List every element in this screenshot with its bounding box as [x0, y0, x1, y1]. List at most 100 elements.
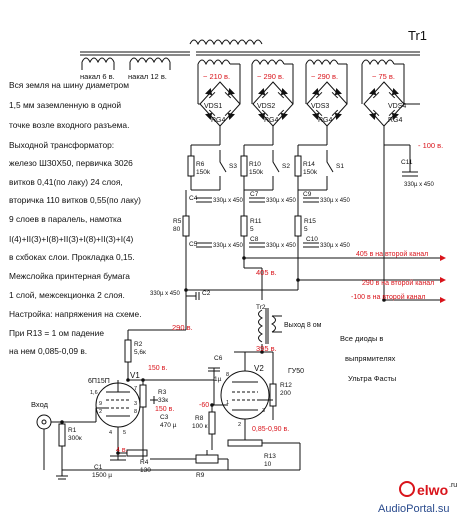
resistor-r14 — [294, 155, 302, 177]
v2-ref: V2 — [254, 364, 264, 373]
watermark-site: AudioPortal.su — [378, 503, 450, 515]
v1-type: 6П15П — [88, 378, 110, 385]
vds3-type: RG4 — [318, 117, 333, 124]
v1-pin-16: 1,6 — [90, 390, 98, 396]
v2-pin-8: 8 — [226, 372, 229, 378]
vds4-type: RG4 — [388, 117, 403, 124]
c4-value: 330µ x 450 — [213, 198, 243, 204]
rectifier-diodes — [204, 87, 400, 121]
r2-ref: R2 — [134, 341, 143, 348]
input-label: Вход — [31, 400, 49, 409]
r6-ref: R6 — [196, 161, 205, 168]
c9-value: 330µ x 450 — [320, 198, 350, 204]
potentiometer-r9 — [195, 454, 219, 464]
r5-value: 80 — [173, 226, 181, 233]
resistor-r2 — [124, 339, 132, 363]
note-line-14: При R13 = 1 ом падение — [9, 328, 105, 338]
r15-value: 5 — [304, 226, 308, 233]
c11-ref: C11 — [401, 159, 413, 166]
bridge-vds1 — [197, 63, 241, 145]
note-line-8: 9 слоев в паралель, намотка — [9, 214, 122, 224]
resistor-r3 — [139, 384, 147, 408]
tr2-secondary — [270, 315, 276, 333]
c3-ref: C3 — [160, 414, 169, 421]
r13-ref: R13 — [264, 453, 276, 460]
tap-1: ~ 210 в. — [203, 72, 230, 81]
vds2-label: VDS2 — [257, 103, 275, 110]
heater-winding-12 — [129, 57, 171, 64]
r11-value: 5 — [250, 226, 254, 233]
c8-value: 330µ x 450 — [266, 243, 296, 249]
heater-12-label: накал 12 в. — [128, 72, 167, 81]
c-rail-value: 330µ x 450 — [150, 291, 180, 297]
grid-bias-voltage: -60 — [199, 402, 209, 409]
bridge-vds4 — [361, 63, 405, 145]
note-line-12: 1 слой, межсекционка 2 слоя. — [9, 290, 125, 300]
vds1-type: RG4 — [211, 117, 226, 124]
resistor-r1 — [58, 423, 66, 447]
resistor-r11 — [240, 215, 248, 237]
note-line-6: витков 0,41(по лаку) 24 слоя, — [9, 177, 123, 187]
v1-pin-2: 2 — [99, 409, 102, 415]
r10-ref: R10 — [249, 161, 261, 168]
r14-value: 150k — [303, 169, 318, 176]
tap-3: ~ 290 в. — [311, 72, 338, 81]
note-line-3: точке возле входного разъема. — [9, 120, 130, 130]
bias-voltage: - 100 в. — [418, 141, 443, 150]
r10-value: 150k — [249, 169, 264, 176]
r15-ref: R15 — [304, 218, 316, 225]
primary-winding — [189, 39, 263, 46]
r8-value: 100 к — [192, 423, 208, 430]
v395-label: 395 в. — [256, 344, 277, 353]
note-line-11: Межслойка принтерная бумага — [9, 271, 130, 281]
diode-note-2: выпрямителях — [345, 354, 396, 363]
c3-value: 470 µ — [160, 422, 177, 429]
v1-pin-7: 7 — [134, 386, 137, 392]
resistor-r13 — [227, 439, 263, 447]
note-line-5: железо ШЗ0Х50, первичка 3026 — [9, 158, 133, 168]
switch-s1 — [326, 150, 334, 173]
c6-value: 1µ — [214, 376, 222, 383]
r1-ref: R1 — [68, 427, 77, 434]
note-line-13: Настройка: напряжения на схеме. — [9, 309, 142, 319]
resistor-r8 — [208, 411, 216, 435]
watermark-logo: elwo — [417, 482, 448, 498]
c1-ref: C1 — [94, 464, 103, 471]
r3-value: 33к — [158, 397, 168, 404]
c7-value: 330µ x 450 — [266, 198, 296, 204]
note-line-4: Выходной трансформатор: — [9, 140, 115, 150]
c4-ref: C4 — [189, 195, 198, 202]
note-line-10: в схбоках слои. Прокладка 0,15. — [9, 252, 135, 262]
v2-pin-2: 2 — [238, 422, 241, 428]
resistor-r15 — [294, 215, 302, 237]
heater-6-label: накал 6 в. — [80, 72, 115, 81]
r12-value: 200 — [280, 390, 291, 397]
watermark: elwo .ru AudioPortal.su — [378, 481, 457, 515]
v150-screen: 150 в. — [155, 406, 174, 413]
s2-ref: S2 — [282, 163, 290, 170]
switch-s3 — [219, 150, 227, 173]
r1-value: 300к — [68, 435, 82, 442]
note-line-7: вторичка 110 витков 0,55(по лаку) — [9, 195, 141, 205]
v2-pin-3: 3 — [262, 408, 265, 414]
note-line-15: на нем 0,085-0,09 в. — [9, 346, 88, 356]
v4-cathode: 4 в. — [116, 447, 128, 454]
vds2-type: RG4 — [264, 117, 279, 124]
s3-ref: S3 — [229, 163, 237, 170]
resistor-r12 — [269, 383, 277, 407]
tr1-title: Tr1 — [408, 28, 427, 43]
r8-ref: R8 — [195, 415, 204, 422]
c1-value: 1500 µ — [92, 472, 112, 479]
watermark-domain: .ru — [449, 482, 457, 489]
input-jack — [36, 414, 52, 430]
c10-value: 330µ x 450 — [320, 243, 350, 249]
c10-ref: C10 — [306, 236, 318, 243]
note-line-9: I(4)+II(3)+I(8)+II(3)+I(8)+II(3)+I(4) — [9, 234, 134, 244]
bridge-vds3 — [305, 63, 348, 145]
rail-405-label: 405 в на второй канал — [356, 250, 428, 258]
v1-pin-9: 9 — [99, 401, 102, 407]
diode-note-3: Ультра Фасты — [348, 374, 396, 383]
r4-ref: R4 — [140, 459, 149, 466]
